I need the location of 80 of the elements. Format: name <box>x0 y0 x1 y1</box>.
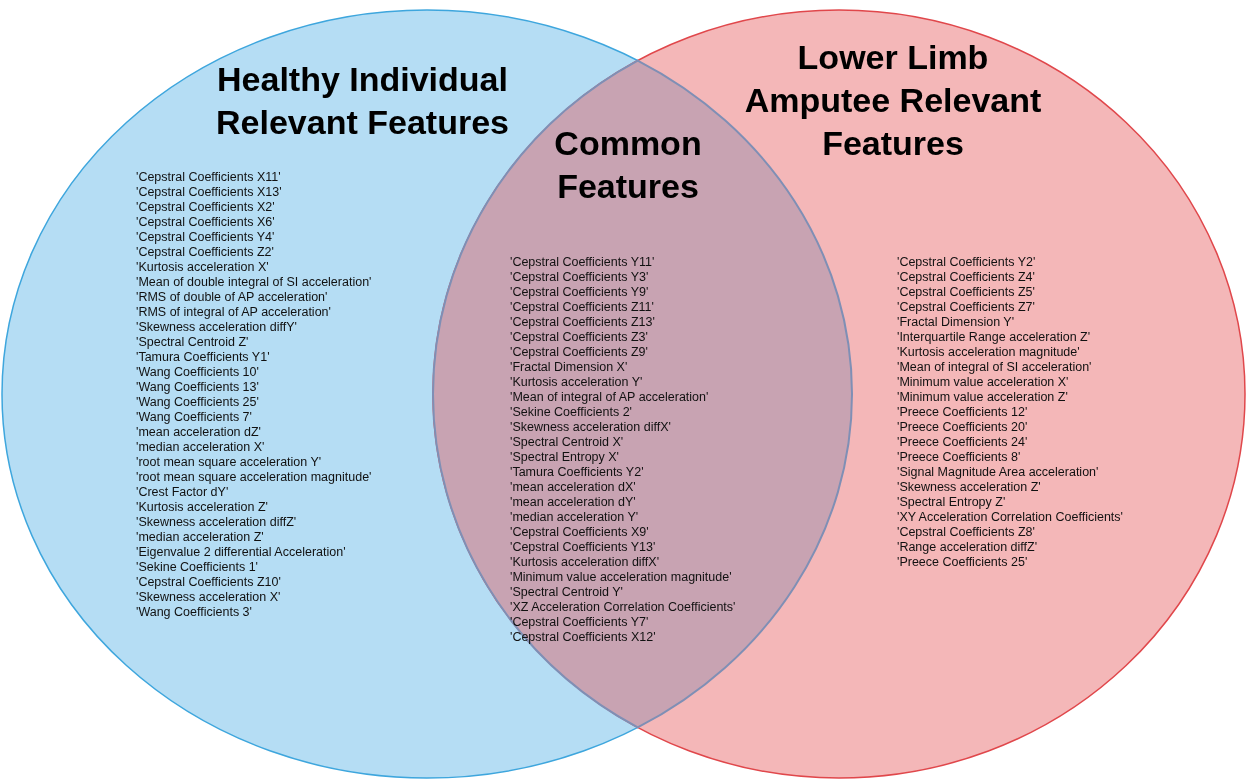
feature-item: 'Tamura Coefficients Y2' <box>510 465 644 480</box>
feature-item: 'Wang Coefficients 25' <box>136 395 259 410</box>
feature-item: 'Cepstral Coefficients Z11' <box>510 300 654 315</box>
feature-item: 'Preece Coefficients 25' <box>897 555 1028 570</box>
feature-item: 'median acceleration Z' <box>136 530 264 545</box>
feature-item: 'Fractal Dimension Y' <box>897 315 1015 330</box>
feature-item: 'Minimum value acceleration magnitude' <box>510 570 732 585</box>
feature-item: 'Minimum value acceleration X' <box>897 375 1069 390</box>
feature-item: 'Minimum value acceleration Z' <box>897 390 1068 405</box>
feature-item: 'Cepstral Coefficients Z7' <box>897 300 1035 315</box>
feature-item: 'Cepstral Coefficients Y13' <box>510 540 656 555</box>
feature-item: 'Mean of integral of SI acceleration' <box>897 360 1092 375</box>
feature-item: 'Mean of double integral of SI acceleration' <box>136 275 372 290</box>
venn-heading: Healthy Individual Relevant Features <box>215 59 510 143</box>
feature-item: 'mean acceleration dY' <box>510 495 636 510</box>
feature-item: 'Fractal Dimension X' <box>510 360 628 375</box>
feature-item: 'Signal Magnitude Area acceleration' <box>897 465 1099 480</box>
feature-item: 'Crest Factor dY' <box>136 485 229 500</box>
feature-item: 'Spectral Entropy Z' <box>897 495 1006 510</box>
feature-item: 'Cepstral Coefficients X13' <box>136 185 282 200</box>
feature-item: 'Wang Coefficients 13' <box>136 380 259 395</box>
feature-item: 'Cepstral Coefficients X9' <box>510 525 649 540</box>
feature-item: 'root mean square acceleration Y' <box>136 455 322 470</box>
feature-item: 'Cepstral Coefficients Y7' <box>510 615 649 630</box>
feature-item: 'Cepstral Coefficients Z13' <box>510 315 655 330</box>
feature-item: 'Wang Coefficients 3' <box>136 605 252 620</box>
feature-item: 'Kurtosis acceleration diffX' <box>510 555 660 570</box>
feature-item: 'mean acceleration dX' <box>510 480 636 495</box>
feature-item: 'Sekine Coefficients 2' <box>510 405 632 420</box>
feature-item: 'Spectral Centroid X' <box>510 435 624 450</box>
feature-item: 'Spectral Centroid Z' <box>136 335 249 350</box>
feature-item: 'median acceleration X' <box>136 440 265 455</box>
feature-item: 'Eigenvalue 2 differential Acceleration' <box>136 545 346 560</box>
feature-item: 'Kurtosis acceleration Z' <box>136 500 268 515</box>
feature-item: 'Wang Coefficients 10' <box>136 365 259 380</box>
feature-item: 'Range acceleration diffZ' <box>897 540 1038 555</box>
feature-item: 'Interquartile Range acceleration Z' <box>897 330 1091 345</box>
feature-item: 'Cepstral Coefficients Z5' <box>897 285 1035 300</box>
feature-item: 'Kurtosis acceleration X' <box>136 260 269 275</box>
feature-item: 'median acceleration Y' <box>510 510 639 525</box>
feature-item: 'Spectral Entropy X' <box>510 450 619 465</box>
feature-item: 'Preece Coefficients 24' <box>897 435 1028 450</box>
feature-item: 'Skewness acceleration diffY' <box>136 320 297 335</box>
feature-item: 'Cepstral Coefficients Z9' <box>510 345 648 360</box>
feature-item: 'Cepstral Coefficients Y4' <box>136 230 275 245</box>
feature-item: 'Preece Coefficients 8' <box>897 450 1021 465</box>
feature-item: 'Skewness acceleration Z' <box>897 480 1041 495</box>
feature-item: 'Kurtosis acceleration magnitude' <box>897 345 1080 360</box>
feature-item: 'Cepstral Coefficients X12' <box>510 630 656 645</box>
feature-item: 'Cepstral Coefficients X6' <box>136 215 275 230</box>
feature-item: 'Cepstral Coefficients Y9' <box>510 285 649 300</box>
feature-item: 'root mean square acceleration magnitude' <box>136 470 372 485</box>
feature-item: 'Cepstral Coefficients Y11' <box>510 255 655 270</box>
feature-item: 'Cepstral Coefficients Y3' <box>510 270 649 285</box>
feature-item: 'Tamura Coefficients Y1' <box>136 350 270 365</box>
feature-item: 'Wang Coefficients 7' <box>136 410 252 425</box>
feature-item: 'Skewness acceleration X' <box>136 590 281 605</box>
feature-item: 'Cepstral Coefficients Z3' <box>510 330 648 345</box>
feature-item: 'RMS of double of AP acceleration' <box>136 290 328 305</box>
feature-item: 'Skewness acceleration diffZ' <box>136 515 297 530</box>
feature-item: 'Preece Coefficients 12' <box>897 405 1028 420</box>
feature-item: 'Cepstral Coefficients Z4' <box>897 270 1035 285</box>
feature-item: 'XZ Acceleration Correlation Coefficients' <box>510 600 736 615</box>
feature-item: 'XY Acceleration Correlation Coefficients' <box>897 510 1123 525</box>
feature-item: 'Cepstral Coefficients X11' <box>136 170 281 185</box>
feature-item: 'Skewness acceleration diffX' <box>510 420 671 435</box>
venn-heading: Common Features <box>553 123 703 207</box>
feature-item: 'Mean of integral of AP acceleration' <box>510 390 709 405</box>
feature-item: 'RMS of integral of AP acceleration' <box>136 305 331 320</box>
feature-item: 'mean acceleration dZ' <box>136 425 261 440</box>
venn-heading: Lower Limb Amputee Relevant Features <box>743 37 1043 164</box>
feature-item: 'Cepstral Coefficients Y2' <box>897 255 1036 270</box>
feature-item: 'Cepstral Coefficients Z2' <box>136 245 274 260</box>
feature-item: 'Cepstral Coefficients Z10' <box>136 575 281 590</box>
feature-item: 'Preece Coefficients 20' <box>897 420 1028 435</box>
feature-item: 'Kurtosis acceleration Y' <box>510 375 643 390</box>
feature-item: 'Spectral Centroid Y' <box>510 585 623 600</box>
feature-item: 'Cepstral Coefficients Z8' <box>897 525 1035 540</box>
feature-item: 'Cepstral Coefficients X2' <box>136 200 275 215</box>
feature-item: 'Sekine Coefficients 1' <box>136 560 258 575</box>
